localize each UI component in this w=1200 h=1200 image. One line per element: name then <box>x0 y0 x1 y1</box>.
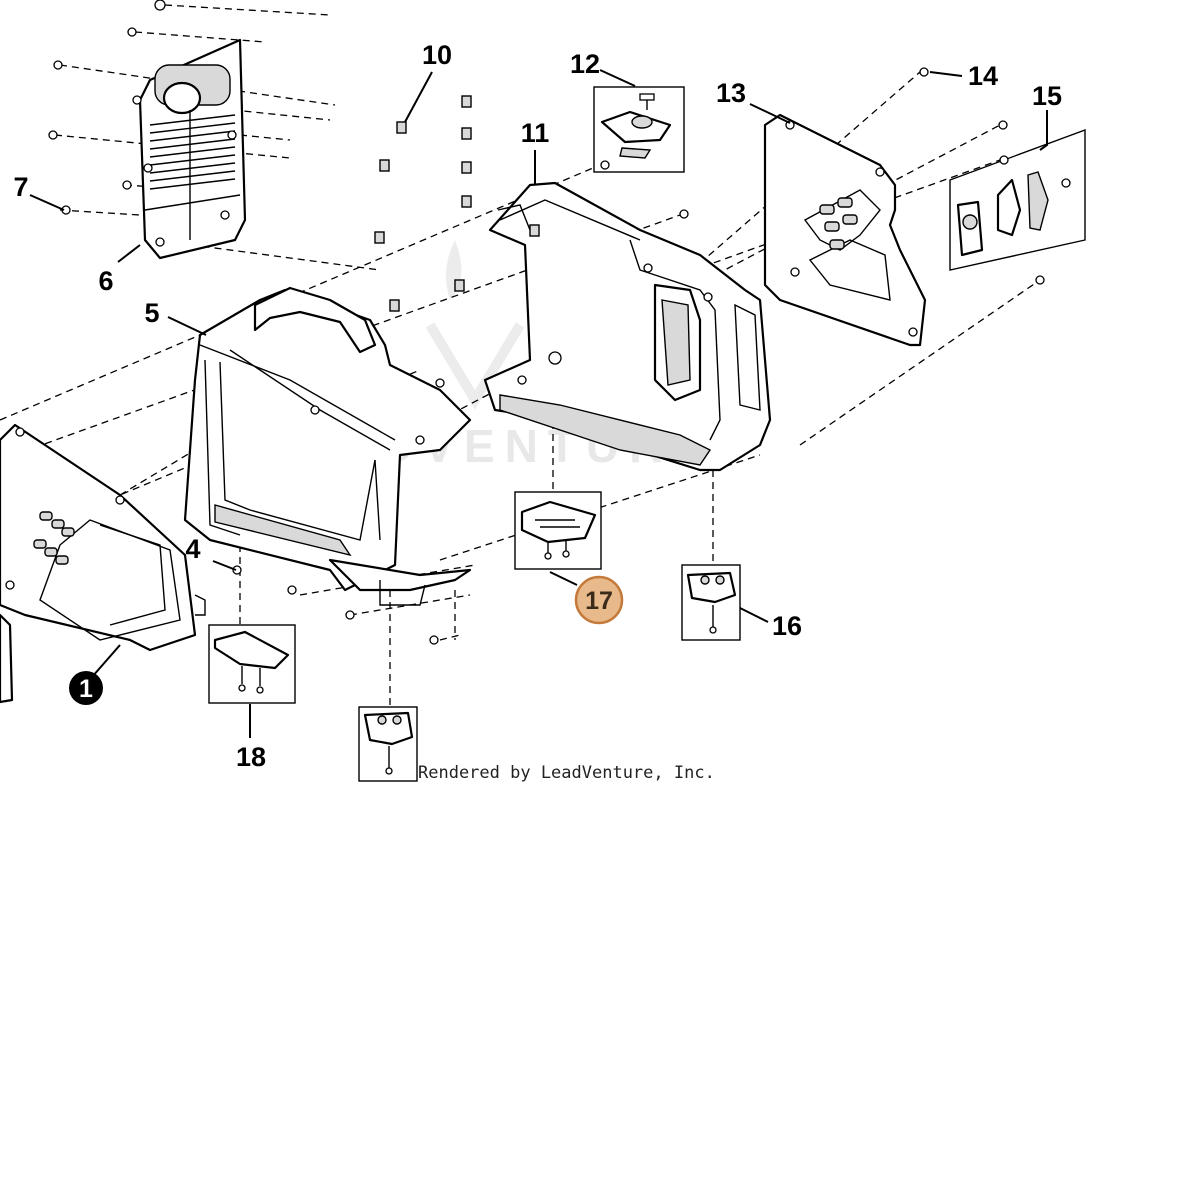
cover-vent-slots <box>33 511 75 565</box>
callout-5: 5 <box>144 298 159 328</box>
callout-6: 6 <box>98 266 113 296</box>
grille-slots <box>149 110 236 240</box>
part-6-rear-panel <box>138 38 247 260</box>
callout-13: 13 <box>716 78 746 108</box>
part-16-box <box>681 564 741 641</box>
part-11-rear-frame <box>483 181 772 472</box>
part-1-side-cover <box>0 423 206 704</box>
callout-16: 16 <box>772 611 802 641</box>
screws <box>48 0 1045 645</box>
part-12-box <box>593 86 685 173</box>
callout-7: 7 <box>13 172 28 202</box>
callout-14: 14 <box>968 61 998 91</box>
callout-17-highlight[interactable] <box>574 575 624 625</box>
callout-labels: 1 4 5 6 7 10 11 12 13 14 15 16 18 17 <box>13 40 1062 772</box>
part-10-clip-nuts <box>374 95 540 312</box>
part-13-side-panel <box>763 113 927 347</box>
callout-12: 12 <box>570 49 600 79</box>
callout-15: 15 <box>1032 81 1062 111</box>
foot-box <box>358 706 418 782</box>
part-18-box <box>208 624 296 704</box>
part-15-box <box>949 128 1086 271</box>
callout-4: 4 <box>185 534 200 564</box>
callout-17[interactable]: 17 <box>585 587 613 615</box>
callout-10: 10 <box>422 40 452 70</box>
callout-1: 1 <box>79 675 93 703</box>
leader-lines <box>29 69 1048 738</box>
callout-1-badge <box>69 671 103 705</box>
part-17-box <box>514 491 602 570</box>
part-5-front-frame <box>183 286 472 606</box>
callout-11: 11 <box>521 118 550 148</box>
callout-18: 18 <box>236 742 266 772</box>
render-credit: Rendered by LeadVenture, Inc. <box>418 763 715 783</box>
